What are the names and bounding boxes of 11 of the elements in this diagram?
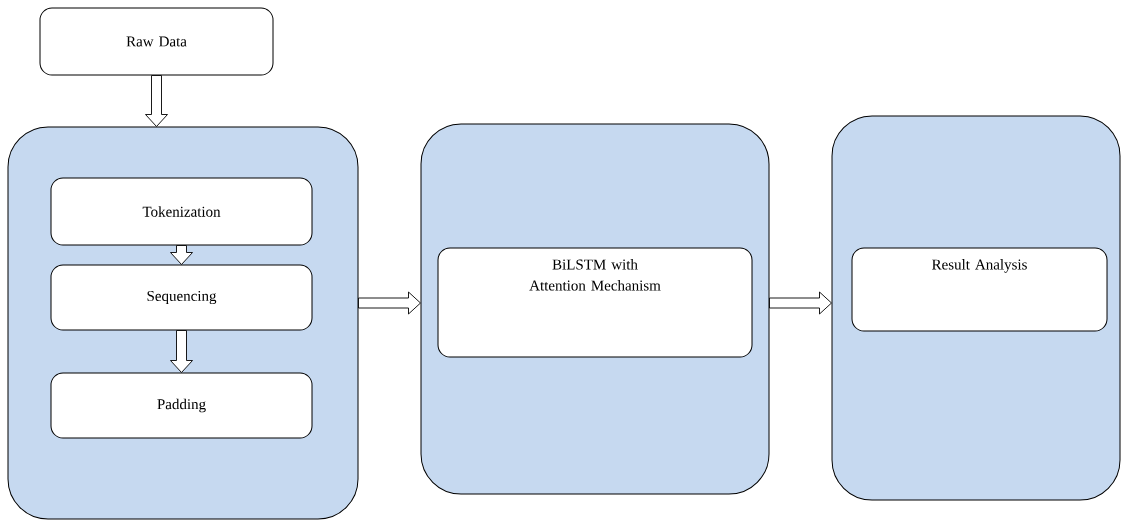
process-box: Result Analysis: [851, 247, 1108, 332]
arrow: [358, 291, 421, 315]
process-box: Sequencing: [50, 264, 313, 331]
arrow: [769, 291, 832, 315]
process-box: Raw Data: [39, 7, 274, 76]
process-box: Tokenization: [50, 177, 313, 246]
arrow: [145, 75, 168, 127]
process-box: BiLSTM with Attention Mechanism: [437, 247, 753, 358]
process-box: Padding: [50, 372, 313, 439]
arrow: [170, 330, 193, 373]
arrow: [170, 245, 193, 265]
